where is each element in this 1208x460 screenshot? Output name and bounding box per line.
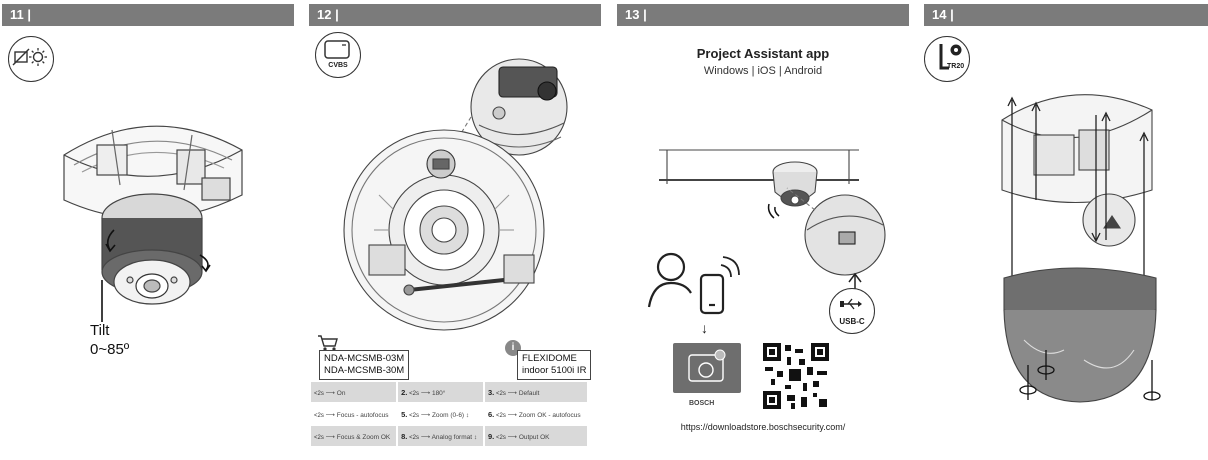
camera-base-illustration [343, 58, 568, 331]
download-url-link[interactable]: https://downloadstore.boschsecurity.com/ [680, 422, 846, 432]
bosch-logo-text: BOSCH [689, 400, 715, 407]
tilt-label: Tilt [90, 322, 110, 339]
panel-number: 13 | [617, 4, 909, 26]
panel-11: 11 | [2, 0, 294, 460]
step-cell: 9. <2s ⟶ Output OK [482, 424, 590, 448]
dome-install-illustration [1001, 94, 1161, 403]
step-cell: 5. <2s ⟶ Zoom (0-6) ↕ [396, 402, 485, 426]
tilt-range: 0~85º [90, 341, 130, 358]
panel-12: 12 | CVBS [308, 0, 601, 460]
qr-code[interactable] [763, 343, 829, 409]
torx-key-icon: TR20 [924, 36, 970, 82]
panel-number: 14 | [924, 4, 1208, 26]
panel-13: 13 | Project Assistant app Windows | iOS… [617, 0, 909, 460]
step-cell: 3. <2s ⟶ Default [482, 380, 590, 404]
cvbs-icon: CVBS [315, 32, 361, 78]
camera-tilt-illustration [63, 125, 243, 322]
ceiling-camera-illustration [659, 149, 886, 300]
panel-number: 12 | [309, 4, 601, 26]
app-title: Project Assistant app [696, 46, 830, 61]
step-cell: 6. <2s ⟶ Zoom OK - autofocus [482, 402, 590, 426]
menu-steps-table: <2s ⟶ On 2. <2s ⟶ 180° 3. <2s ⟶ Default … [308, 380, 590, 448]
user-phone-icon [647, 252, 740, 315]
cvbs-label: CVBS [328, 62, 348, 69]
step-cell: <2s ⟶ On [308, 380, 399, 404]
cart-icon [318, 335, 338, 351]
part-number: NDA-MCSMB-30M [324, 365, 405, 376]
model-box: FLEXIDOME indoor 5100i IR [517, 350, 592, 380]
panel-number: 11 | [2, 4, 294, 26]
panel-14: 14 | TR20 [924, 0, 1208, 460]
app-platforms: Windows | iOS | Android [703, 65, 823, 77]
down-arrow-icon: ↓ [701, 320, 708, 336]
step-cell: 8. <2s ⟶ Analog format ↕ [396, 424, 485, 448]
part-number: NDA-MCSMB-03M [324, 353, 405, 364]
no-light-sun-icon [8, 36, 54, 82]
part-numbers-box: NDA-MCSMB-03M NDA-MCSMB-30M [319, 350, 410, 380]
model-line2: indoor 5100i IR [522, 365, 587, 376]
usb-c-label: USB-C [839, 317, 865, 326]
usb-c-icon: USB-C [829, 288, 875, 334]
model-line1: FLEXIDOME [522, 353, 577, 364]
step-cell: 2. <2s ⟶ 180° [396, 380, 485, 404]
app-tile[interactable] [673, 343, 741, 393]
tool-label: TR20 [947, 63, 965, 70]
step-cell: <2s ⟶ Focus & Zoom OK [308, 424, 399, 448]
step-cell: <2s ⟶ Focus - autofocus [308, 402, 399, 426]
